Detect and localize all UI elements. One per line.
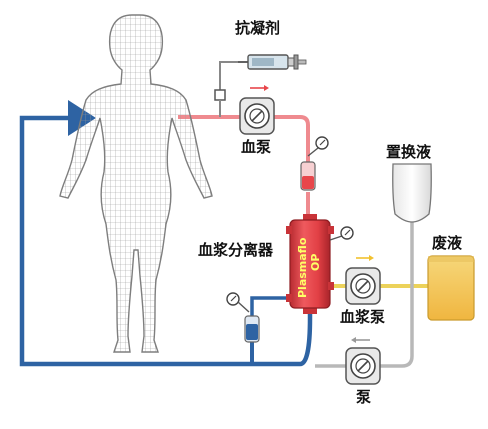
filter-model-label: OP bbox=[309, 254, 322, 271]
replacement-pump-flow-arrow-icon bbox=[351, 337, 370, 343]
blood-pump-label: 血泵 bbox=[241, 138, 272, 156]
plasma-pump-label: 血浆泵 bbox=[340, 308, 386, 326]
venous-pressure-gauge-icon bbox=[226, 292, 250, 313]
waste-fluid-label: 废液 bbox=[432, 234, 463, 252]
separator-pressure-gauge-icon bbox=[329, 226, 354, 241]
drip-chamber-icon bbox=[300, 161, 316, 191]
syringe-icon bbox=[238, 54, 307, 70]
venous-drip-chamber-icon bbox=[244, 315, 260, 343]
waste-fluid-bag-icon bbox=[427, 255, 475, 321]
blood-pump-flow-arrow-icon bbox=[250, 85, 269, 91]
replacement-fluid-line bbox=[315, 222, 414, 368]
replacement-fluid-bag-icon bbox=[392, 163, 432, 223]
plasma-pump-icon bbox=[345, 267, 381, 305]
human-figure-icon bbox=[59, 14, 213, 353]
pump-label: 泵 bbox=[356, 388, 372, 406]
arterial-pressure-gauge-icon bbox=[307, 136, 329, 157]
replacement-fluid-label: 置换液 bbox=[386, 143, 432, 161]
plasma-pump-flow-arrow-icon bbox=[356, 255, 374, 261]
anticoagulant-label: 抗凝剂 bbox=[235, 19, 281, 37]
filter-brand-label: Plasmaflo bbox=[296, 237, 309, 298]
blood-pump-icon bbox=[239, 97, 275, 135]
plasma-separator-label: 血浆分离器 bbox=[198, 241, 274, 259]
replacement-pump-icon bbox=[345, 347, 381, 385]
plasma-separator-icon bbox=[286, 214, 334, 314]
